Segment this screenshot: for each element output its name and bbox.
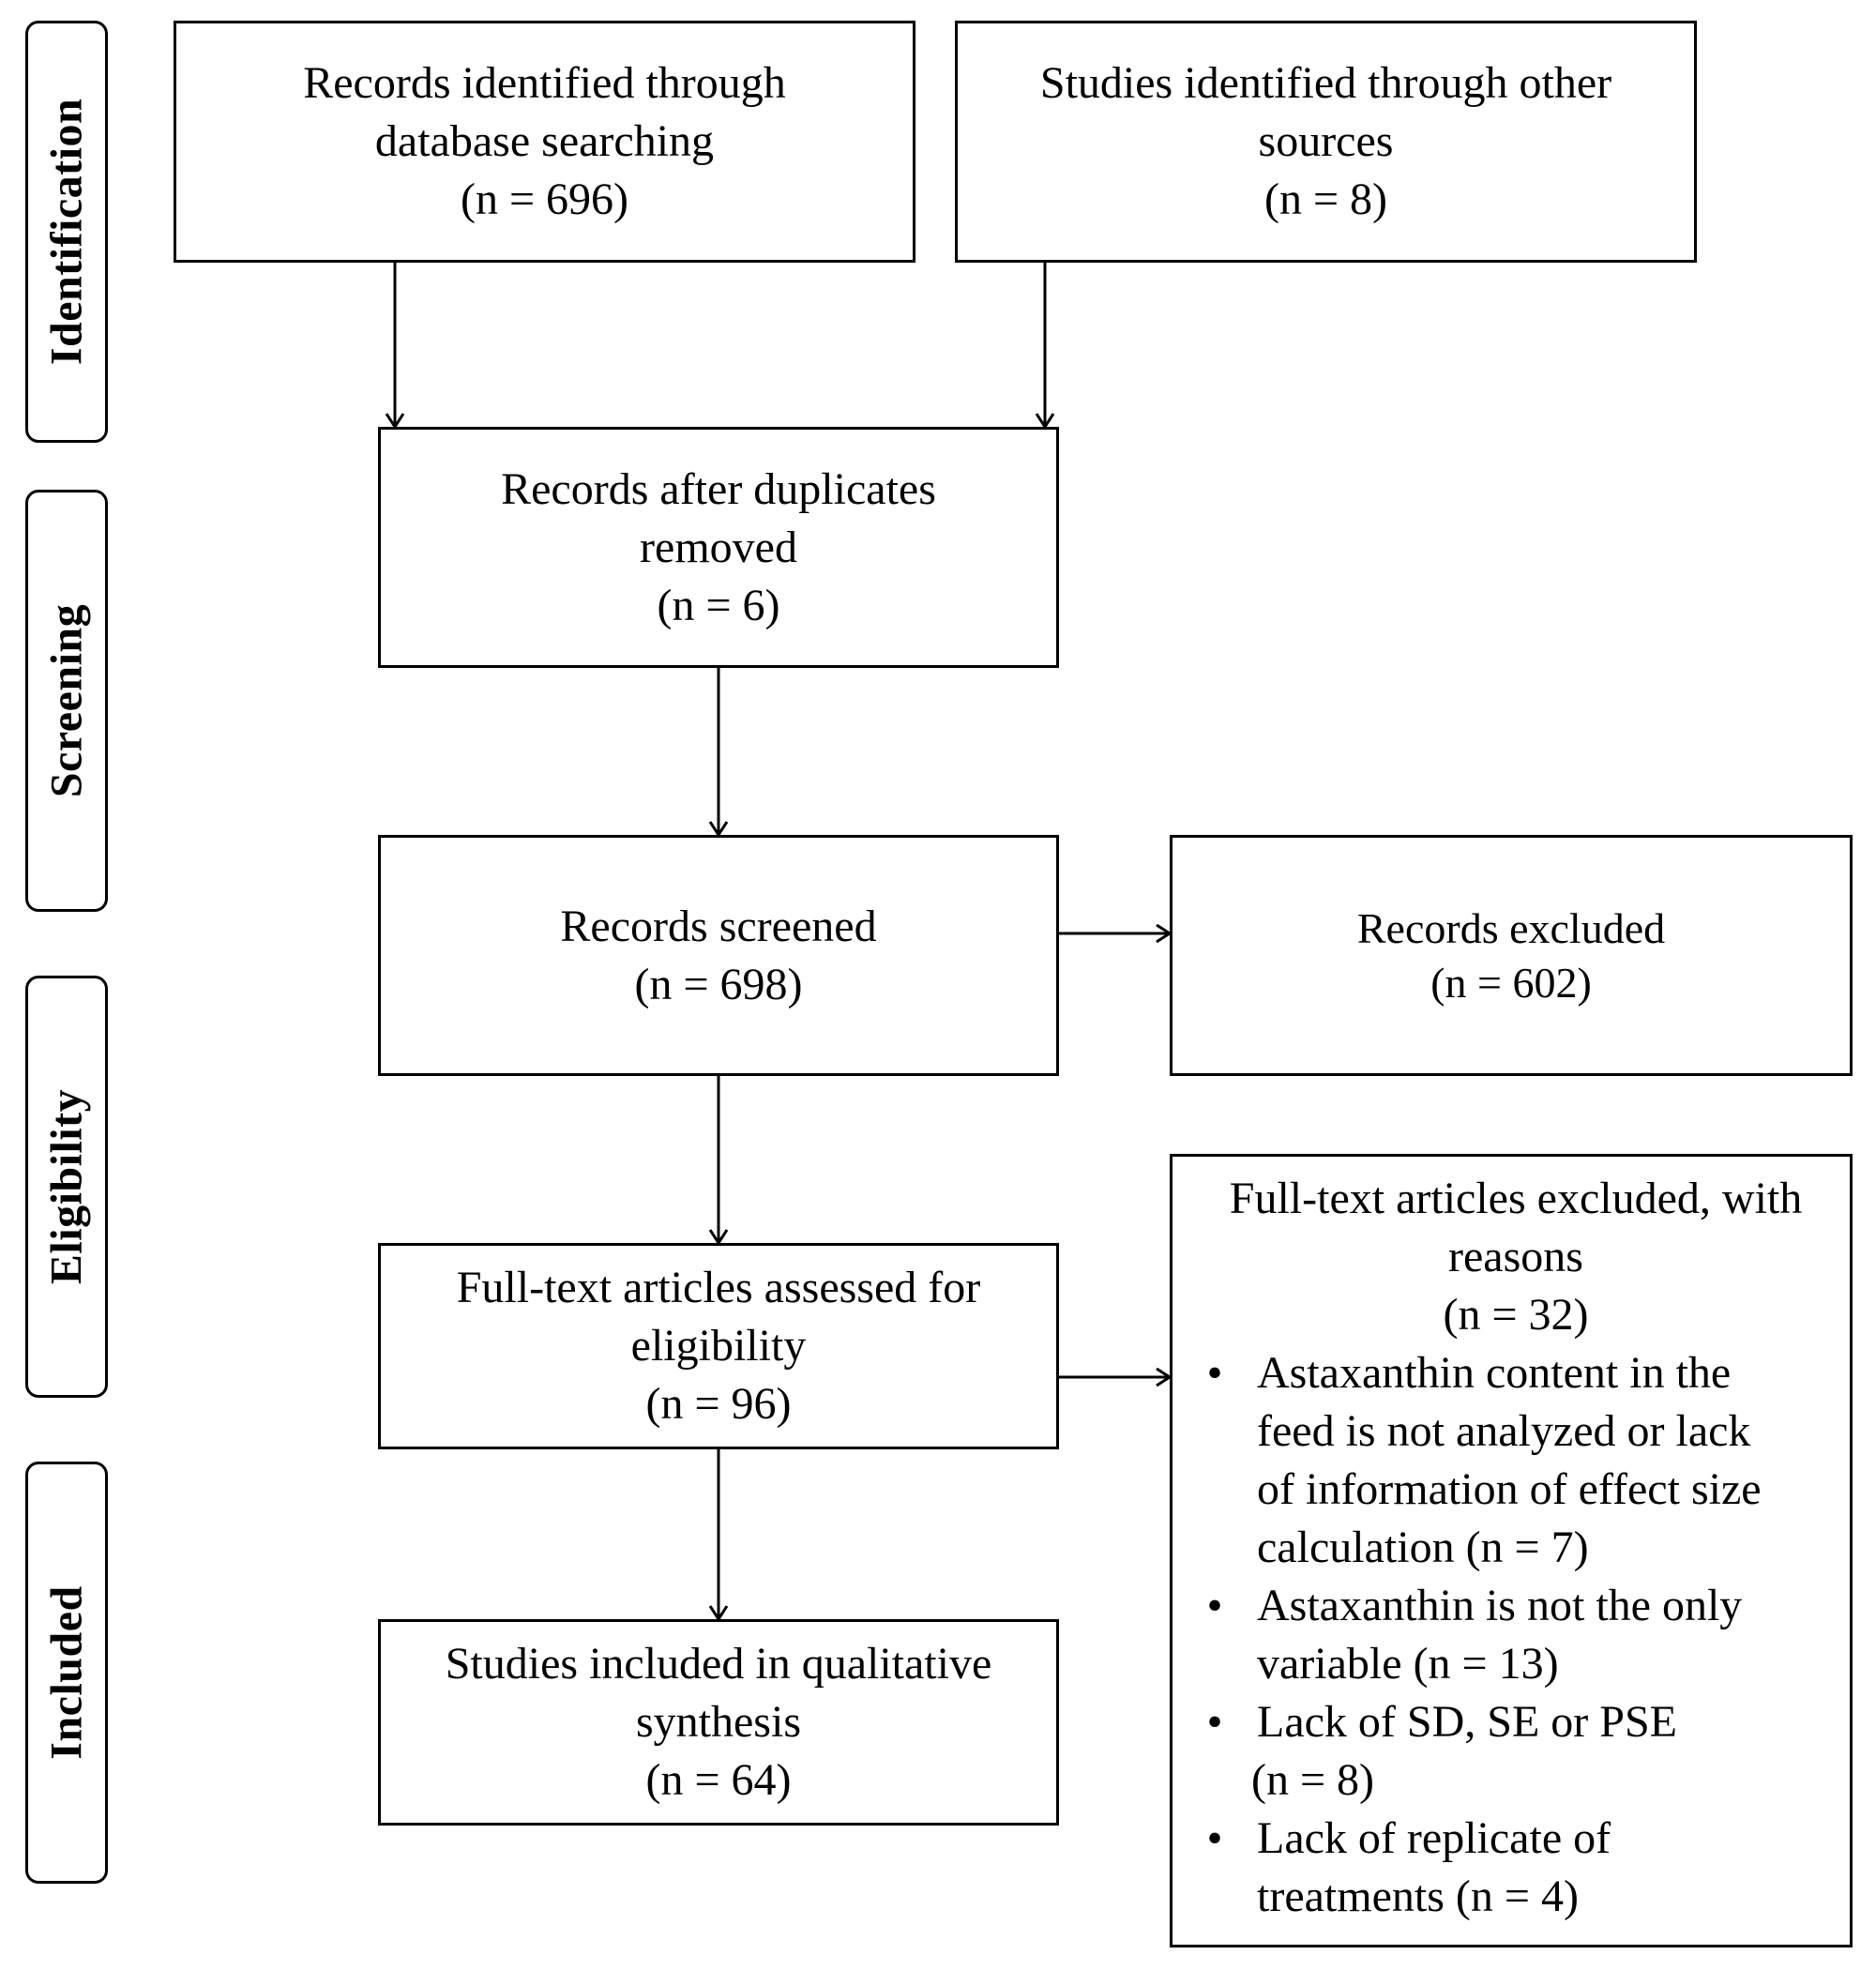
box-count: (n = 8) bbox=[1263, 174, 1388, 224]
bullet-icon: • bbox=[1206, 1813, 1223, 1863]
bullet-icon: • bbox=[1206, 1581, 1223, 1630]
reason-line: of information of effect size bbox=[1257, 1464, 1762, 1514]
box-records-excluded: Records excluded (n = 602) bbox=[1170, 835, 1853, 1076]
box-count: (n = 696) bbox=[460, 174, 629, 224]
box-count: (n = 64) bbox=[645, 1755, 792, 1805]
reason-line: Astaxanthin is not the only bbox=[1257, 1581, 1743, 1630]
box-full-text-excluded: Full-text articles excluded, with reason… bbox=[1170, 1154, 1853, 1947]
reason-line: treatments (n = 4) bbox=[1257, 1872, 1579, 1921]
stage-label-screening: Screening bbox=[41, 603, 92, 798]
box-text-line: Records after duplicates bbox=[501, 463, 936, 514]
box-count: (n = 32) bbox=[1443, 1290, 1589, 1340]
box-text-line: Full-text articles excluded, with bbox=[1229, 1174, 1803, 1223]
exclusion-heading: Full-text articles excluded, with reason… bbox=[1201, 1170, 1831, 1344]
reason-line: feed is not analyzed or lack bbox=[1257, 1406, 1751, 1456]
stage-eligibility: Eligibility bbox=[25, 976, 108, 1398]
box-text-line: Full-text articles assessed for bbox=[456, 1263, 981, 1312]
box-text-line: eligibility bbox=[630, 1321, 807, 1371]
bullet-icon: • bbox=[1206, 1697, 1223, 1747]
box-text-line: sources bbox=[1258, 116, 1394, 166]
box-records-screened: Records screened (n = 698) bbox=[378, 835, 1059, 1076]
stage-identification: Identification bbox=[25, 21, 108, 443]
box-included-synthesis: Studies included in qualitative synthesi… bbox=[378, 1619, 1059, 1826]
stage-label-eligibility: Eligibility bbox=[41, 1088, 92, 1285]
box-text-line: Records excluded bbox=[1356, 903, 1666, 952]
box-text-line: reasons bbox=[1448, 1232, 1583, 1281]
box-text-line: Studies identified through other bbox=[1039, 58, 1612, 108]
box-count: (n = 6) bbox=[657, 580, 780, 630]
box-count: (n = 96) bbox=[645, 1379, 792, 1429]
box-count: (n = 698) bbox=[634, 959, 803, 1009]
reason-count: (n = 8) bbox=[1251, 1755, 1375, 1805]
box-after-duplicates: Records after duplicates removed (n = 6) bbox=[378, 427, 1059, 668]
stage-label-included: Included bbox=[41, 1585, 92, 1760]
stage-screening: Screening bbox=[25, 490, 108, 912]
reason-line: Lack of replicate of bbox=[1257, 1813, 1611, 1863]
exclusion-reason: • Lack of replicate of treatments (n = 4… bbox=[1201, 1810, 1831, 1926]
stage-included: Included bbox=[25, 1462, 108, 1884]
exclusion-reason: • Lack of SD, SE or PSE (n = 8) bbox=[1201, 1693, 1831, 1810]
box-text-line: Records screened bbox=[560, 901, 877, 951]
stage-label-identification: Identification bbox=[41, 98, 92, 366]
box-text-line: synthesis bbox=[635, 1697, 801, 1747]
bullet-icon: • bbox=[1206, 1348, 1223, 1398]
exclusion-reason: • Astaxanthin is not the only variable (… bbox=[1201, 1577, 1831, 1693]
box-other-sources: Studies identified through other sources… bbox=[955, 21, 1697, 263]
box-text-line: Studies included in qualitative bbox=[445, 1639, 992, 1689]
box-full-text-assessed: Full-text articles assessed for eligibil… bbox=[378, 1243, 1059, 1449]
reason-line: calculation (n = 7) bbox=[1257, 1523, 1589, 1572]
exclusion-reason: • Astaxanthin content in the feed is not… bbox=[1201, 1344, 1831, 1577]
box-text-line: Records identified through bbox=[303, 58, 786, 108]
box-database-records: Records identified through database sear… bbox=[174, 21, 915, 263]
reason-line: variable (n = 13) bbox=[1257, 1639, 1559, 1689]
box-text-line: database searching bbox=[374, 116, 715, 166]
box-count: (n = 602) bbox=[1430, 958, 1592, 1007]
box-text-line: removed bbox=[640, 522, 797, 572]
exclusion-reasons-list: • Astaxanthin content in the feed is not… bbox=[1201, 1344, 1831, 1926]
reason-line: Lack of SD, SE or PSE bbox=[1257, 1697, 1677, 1747]
reason-line: Astaxanthin content in the bbox=[1257, 1348, 1732, 1398]
